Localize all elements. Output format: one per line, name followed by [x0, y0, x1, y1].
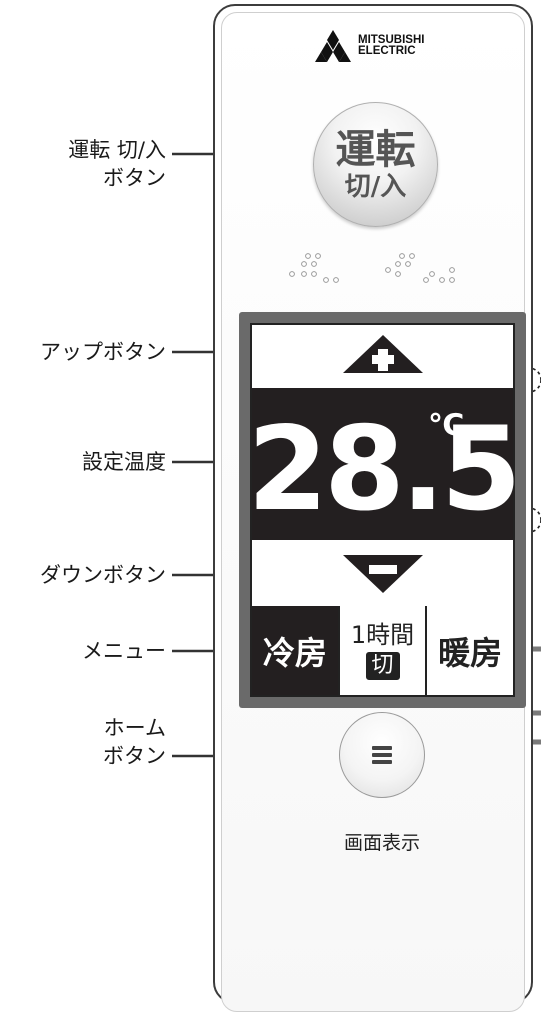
power-button-label-line2: 切/入: [344, 171, 407, 202]
menu-item-cool[interactable]: 冷房: [252, 606, 338, 695]
power-button-label-line1: 運転: [335, 126, 416, 173]
temperature-value: 28.5: [247, 402, 521, 537]
down-button[interactable]: [252, 545, 513, 603]
up-button[interactable]: [252, 325, 513, 383]
three-diamonds-icon: [315, 30, 351, 62]
menu-row: 冷房 1時間 切 暖房: [252, 606, 514, 695]
temperature-unit: ℃: [428, 408, 465, 443]
callout-power-line1: 運転 切/入: [68, 138, 166, 162]
home-button-caption: 画面表示: [343, 832, 420, 854]
triangle-down-minus-icon: [342, 555, 423, 593]
power-button[interactable]: 運転 切/入: [313, 102, 438, 227]
callout-home-button: ホーム ボタン: [103, 714, 166, 770]
home-button[interactable]: [339, 712, 425, 798]
callout-power-line2: ボタン: [103, 166, 166, 190]
menu-timer-line1: 1時間: [350, 620, 415, 649]
triangle-up-plus-icon: [342, 335, 423, 373]
callout-home-line2: ボタン: [103, 744, 166, 768]
callout-home-line1: ホーム: [103, 716, 166, 740]
menu-lines-icon: [372, 746, 392, 764]
brand-logo: MITSUBISHI ELECTRIC: [314, 30, 424, 62]
menu-item-timer[interactable]: 1時間 切: [337, 606, 428, 695]
callout-up-button: アップボタン: [40, 340, 166, 364]
callout-power-button: 運転 切/入 ボタン: [68, 136, 166, 192]
menu-timer-line2: 切: [365, 651, 400, 680]
set-temperature-display: 28.5: [247, 388, 522, 540]
braille-dots: [289, 253, 455, 283]
brand-name: MITSUBISHI ELECTRIC: [358, 34, 425, 57]
callout-set-temperature: 設定温度: [82, 450, 166, 474]
menu-item-heat[interactable]: 暖房: [427, 606, 514, 695]
callout-down-button: ダウンボタン: [40, 563, 166, 587]
callout-menu: メニュー: [82, 639, 166, 663]
